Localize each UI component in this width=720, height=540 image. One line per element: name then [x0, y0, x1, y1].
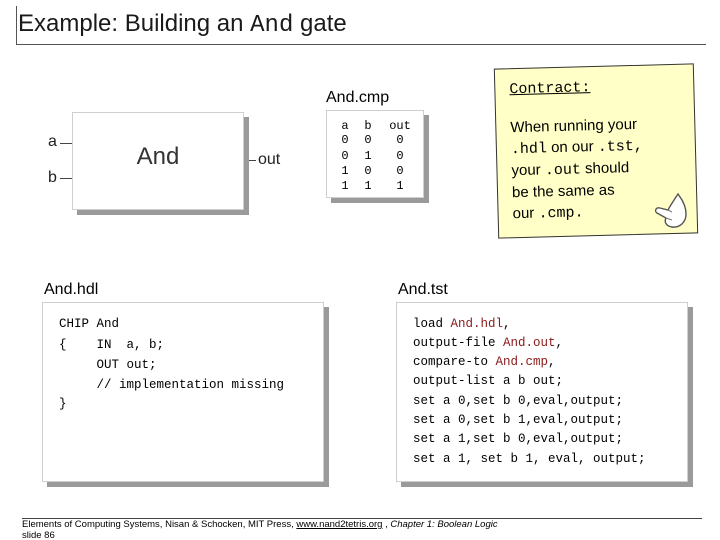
input-a-wire	[60, 143, 73, 144]
slide-number: slide 86	[22, 530, 55, 540]
contract-text: should	[584, 159, 630, 178]
footer-divider	[22, 518, 702, 519]
input-a-label: a	[48, 133, 57, 150]
table-row: 0 1 0	[327, 149, 423, 163]
tst-text: output-file	[413, 336, 504, 350]
table-row: 0 0 0	[327, 133, 423, 147]
contract-code: .hdl	[510, 140, 548, 159]
tst-text: compare-to	[413, 355, 496, 369]
title-code: And	[250, 12, 294, 39]
footer-text: Elements of Computing Systems, Nisan & S…	[22, 519, 297, 530]
tst-line: output-list a b out;	[413, 374, 564, 388]
tst-line: set a 1, set b 1, eval, output;	[413, 452, 646, 466]
title-suffix: gate	[300, 10, 347, 37]
output-label: out	[258, 151, 281, 168]
input-b-label: b	[48, 169, 57, 186]
gate-name: And	[136, 143, 180, 170]
cell-a: 0	[341, 149, 349, 163]
cell-a: 0	[341, 133, 349, 147]
title-accent-line	[16, 6, 17, 44]
cell-b: 0	[364, 164, 372, 178]
tst-filename: And.hdl	[450, 317, 504, 331]
tst-line: set a 1,set b 0,eval,output;	[413, 432, 624, 446]
tst-line: set a 0,set b 1,eval,output;	[413, 413, 624, 427]
tst-text: load	[413, 317, 451, 331]
cell-out: 0	[396, 164, 404, 178]
footer-citation: Elements of Computing Systems, Nisan & S…	[22, 519, 498, 530]
output-wire	[244, 160, 256, 161]
tst-line: compare-to And.cmp,	[413, 355, 556, 369]
hdl-code-box: CHIP And { IN a, b; OUT out; // implemen…	[42, 302, 324, 482]
table-row: 1 1 1	[327, 179, 423, 193]
tst-file-label: And.tst	[398, 281, 448, 298]
input-b-wire	[60, 178, 73, 179]
contract-code: .out	[544, 161, 582, 180]
cell-out: 0	[396, 149, 404, 163]
cell-out: 0	[396, 133, 404, 147]
cmp-file-label: And.cmp	[326, 89, 390, 106]
cell-b: 1	[364, 179, 372, 193]
pointing-hand-icon	[654, 192, 687, 228]
cell-a: 1	[341, 164, 349, 178]
truth-table: a b out 0 0 0 0 1 0 1 0 0 1 1 1	[326, 110, 424, 198]
title-underline	[16, 44, 706, 45]
tst-line: output-file And.out,	[413, 336, 563, 350]
tst-line: set a 0,set b 0,eval,output;	[413, 394, 624, 408]
header-b: b	[364, 119, 372, 133]
header-a: a	[341, 119, 349, 133]
hdl-line: { IN a, b;	[59, 338, 165, 352]
table-row: 1 0 0	[327, 164, 423, 178]
header-out: out	[389, 119, 411, 133]
contract-text: on our	[550, 138, 594, 157]
contract-text: your	[511, 161, 541, 180]
tst-filename: And.cmp	[495, 355, 549, 369]
contract-text: our	[512, 204, 535, 223]
footer-text: ,	[382, 519, 391, 530]
truth-header-row: a b out	[327, 119, 423, 133]
tst-text: ,	[548, 355, 556, 369]
hdl-line: // implementation missing	[59, 378, 285, 392]
title-prefix: Example: Building an	[18, 10, 244, 37]
chapter-label: Chapter 1: Boolean Logic	[390, 519, 498, 530]
hdl-line: }	[59, 397, 67, 411]
contract-code: .cmp.	[538, 204, 584, 223]
slide-title: Example: Building an And gate	[18, 10, 347, 39]
tst-text: ,	[555, 336, 564, 350]
cell-out: 1	[396, 179, 404, 193]
footer: Elements of Computing Systems, Nisan & S…	[22, 519, 498, 540]
and-gate-box: And	[72, 112, 244, 210]
hdl-line: OUT out;	[59, 358, 157, 372]
tst-code-box: load And.hdl, output-file And.out, compa…	[396, 302, 688, 482]
hdl-line: CHIP And	[59, 317, 120, 331]
contract-title: Contract:	[509, 79, 591, 99]
website-link[interactable]: www.nand2tetris.org	[296, 519, 383, 530]
tst-text: ,	[503, 317, 511, 331]
contract-code: .tst,	[597, 137, 644, 156]
hdl-file-label: And.hdl	[44, 281, 99, 298]
cell-b: 0	[364, 133, 372, 147]
cell-a: 1	[341, 179, 349, 193]
tst-filename: And.out	[503, 336, 556, 350]
cell-b: 1	[364, 149, 372, 163]
tst-line: load And.hdl,	[413, 317, 511, 331]
